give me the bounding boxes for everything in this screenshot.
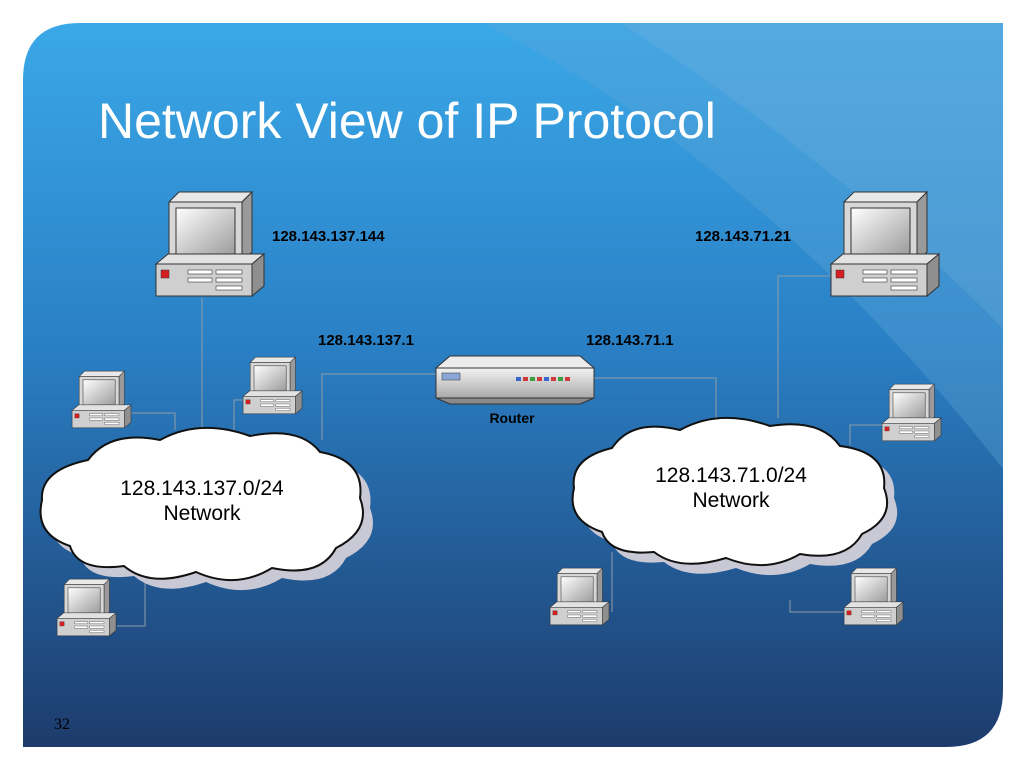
left-host-ip-label: 128.143.137.144 xyxy=(272,228,385,245)
computer-icon xyxy=(155,191,265,297)
right-network-text: 128.143.71.0/24 Network xyxy=(611,463,851,513)
computer-icon xyxy=(71,370,132,429)
computer-icon xyxy=(242,356,303,415)
router-label: Router xyxy=(489,410,535,426)
page-title: Network View of IP Protocol xyxy=(98,93,716,149)
slide-border xyxy=(21,21,1005,749)
page-number: 32 xyxy=(54,716,70,733)
router-left-ip-label: 128.143.137.1 xyxy=(318,332,414,349)
computer-icon xyxy=(843,567,904,626)
left-network-label: Network xyxy=(163,502,241,525)
left-network-cloud xyxy=(39,427,373,591)
right-network-label: Network xyxy=(692,489,770,512)
computer-icon xyxy=(830,191,940,297)
background-sweep xyxy=(480,22,1004,470)
right-network-address: 128.143.71.0/24 xyxy=(655,464,807,487)
computer-icon xyxy=(549,567,610,626)
computer-icon xyxy=(56,578,117,637)
background-sweep-light xyxy=(620,22,1004,330)
left-network-text: 128.143.137.0/24 Network xyxy=(82,476,322,526)
right-network-cloud xyxy=(571,417,898,576)
left-network-address: 128.143.137.0/24 xyxy=(120,477,284,500)
router-right-ip-label: 128.143.71.1 xyxy=(586,332,674,349)
right-host-ip-label: 128.143.71.21 xyxy=(695,228,791,245)
computer-icon xyxy=(881,383,942,442)
router-icon xyxy=(434,355,596,405)
connection-lines xyxy=(117,275,883,627)
